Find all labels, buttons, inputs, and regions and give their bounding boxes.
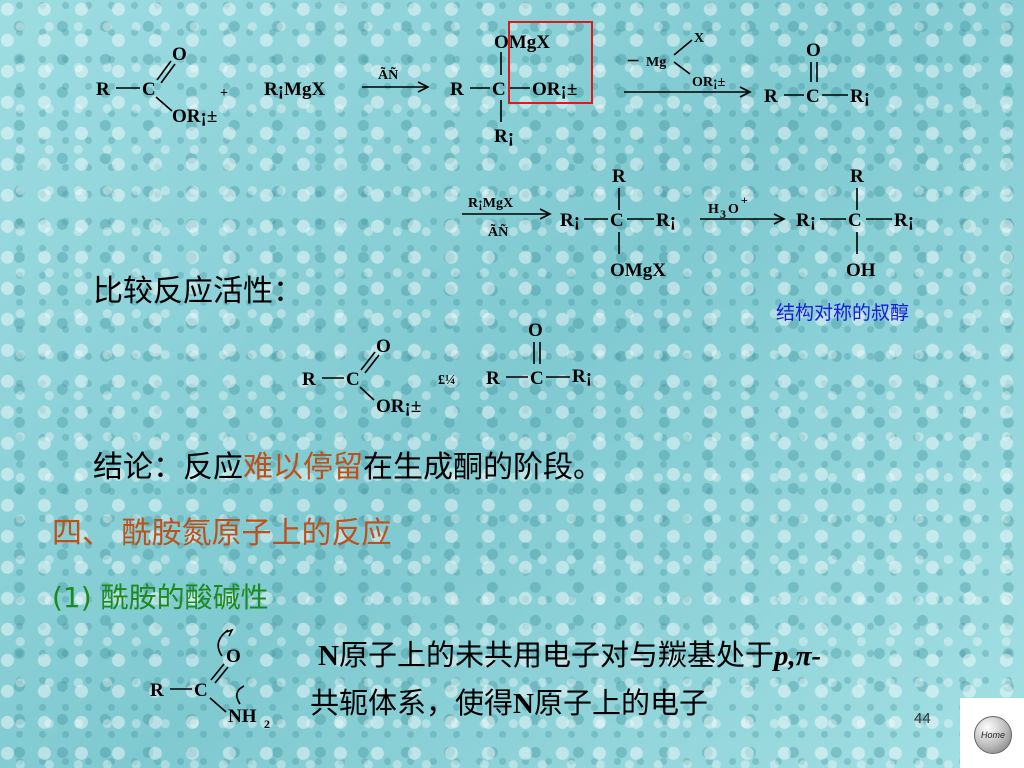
h3o-o: O	[728, 202, 739, 217]
amide-o: O	[226, 646, 241, 667]
cmp-ester-c: C	[346, 369, 360, 390]
conclusion-line: 结论：反应难以停留在生成酮的阶段。	[93, 442, 603, 486]
elim-or: OR¡±	[692, 75, 726, 90]
elim-minus: －	[626, 55, 640, 70]
cmp-ketone-rp: R¡	[572, 366, 592, 387]
alkoxide-intermediate: R R¡ C R¡ OMgX	[560, 166, 676, 281]
int-omgx: OMgX	[494, 32, 550, 53]
amide-structure: O R C NH 2	[150, 628, 270, 731]
elim-mg: Mg	[646, 55, 666, 70]
subsection-title: (1) 酰胺的酸碱性	[52, 581, 269, 614]
ester-c: C	[142, 79, 156, 100]
page-number: 44	[914, 710, 931, 727]
desc-rest-2: 原子上的电子	[533, 686, 708, 720]
symmetric-alcohol-note: 结构对称的叔醇	[776, 302, 910, 324]
desc-n-1: N	[318, 640, 339, 672]
grignard-reagent: R¡MgX	[264, 79, 325, 100]
desc-text-1: 原子上的未共用电子对与羰基处于	[338, 638, 774, 672]
alk-c: C	[610, 210, 624, 231]
curved-arrow-2	[236, 685, 245, 705]
alk-omgx: OMgX	[610, 260, 666, 281]
ketone-r: R	[764, 86, 778, 107]
tetrahedral-intermediate: OMgX R C OR¡± R¡	[450, 21, 593, 147]
cmp-ketone-r: R	[486, 368, 500, 389]
ester-reactant: R C O OR¡±	[96, 44, 217, 127]
ketone-o: O	[806, 40, 821, 61]
description-line-1: N原子上的未共用电子对与羰基处于p,π-	[318, 632, 821, 674]
alk-right: R¡	[656, 210, 676, 231]
comparison-ester: O R C OR¡±	[302, 336, 421, 417]
amide-r: R	[150, 680, 164, 701]
h3o-plus: +	[741, 193, 748, 207]
alc-c: C	[848, 210, 862, 231]
comparison-heading: 比较反应活性：	[93, 274, 303, 309]
cmp-ester-r: R	[302, 369, 316, 390]
relation-sign: £¼	[438, 373, 456, 388]
int-c: C	[492, 79, 506, 100]
section-4-title: 四、 酰胺氮原子上的反应	[52, 516, 392, 551]
amide-nh-sub: 2	[264, 717, 270, 731]
amide-c: C	[194, 680, 208, 701]
arrow-1-head	[417, 81, 430, 93]
arrow-2-head	[739, 86, 752, 98]
alk-left: R¡	[560, 210, 580, 231]
plus-sign: +	[220, 86, 228, 101]
alc-r: R	[850, 166, 864, 187]
condition-2: ÃÑ	[488, 222, 508, 240]
desc-n-2: N	[513, 688, 534, 720]
amide-nh: NH	[228, 706, 257, 727]
description-line-2: 共轭体系，使得N原子上的电子	[310, 680, 708, 722]
leaving-group-highlight	[508, 21, 593, 104]
curved-arrow-1	[217, 629, 229, 657]
cmp-ketone-o: O	[528, 320, 543, 341]
comparison-ketone: O R C R¡	[486, 320, 592, 389]
alc-left: R¡	[796, 210, 816, 231]
condition-1: ÃÑ	[378, 65, 398, 83]
h3o-3: 3	[720, 207, 726, 221]
conclusion-highlight: 难以停留	[243, 450, 363, 485]
ester-or: OR¡±	[172, 106, 217, 127]
alc-oh: OH	[846, 260, 876, 281]
ester-r: R	[96, 79, 110, 100]
conclusion-suffix: 在生成酮的阶段。	[363, 450, 603, 485]
tertiary-alcohol: R R¡ C R¡ OH	[796, 166, 914, 281]
cmp-ketone-c: C	[530, 368, 544, 389]
home-button[interactable]: Home	[960, 698, 1024, 768]
cmp-ester-o: O	[376, 336, 391, 357]
ester-o: O	[172, 44, 187, 65]
h3o-h: H	[708, 202, 719, 217]
home-icon[interactable]: Home	[974, 716, 1012, 754]
desc-p-pi: p,π-	[773, 640, 822, 672]
int-r: R	[450, 79, 464, 100]
int-rp: R¡	[494, 126, 514, 147]
int-or: OR¡±	[532, 79, 577, 100]
reagent-2: R¡MgX	[468, 196, 513, 211]
ketone-c: C	[806, 86, 820, 107]
ketone-product: O R C R¡	[764, 40, 870, 107]
conclusion-prefix: 结论：反应	[93, 450, 243, 485]
alc-right: R¡	[894, 210, 914, 231]
desc-text-2: 共轭体系，使得	[310, 686, 514, 720]
arrow-3-head	[539, 208, 552, 220]
elim-x: X	[694, 31, 704, 46]
ketone-rp: R¡	[850, 86, 870, 107]
arrow-4-head	[773, 213, 786, 225]
alk-r: R	[612, 166, 626, 187]
cmp-ester-or: OR¡±	[376, 396, 421, 417]
